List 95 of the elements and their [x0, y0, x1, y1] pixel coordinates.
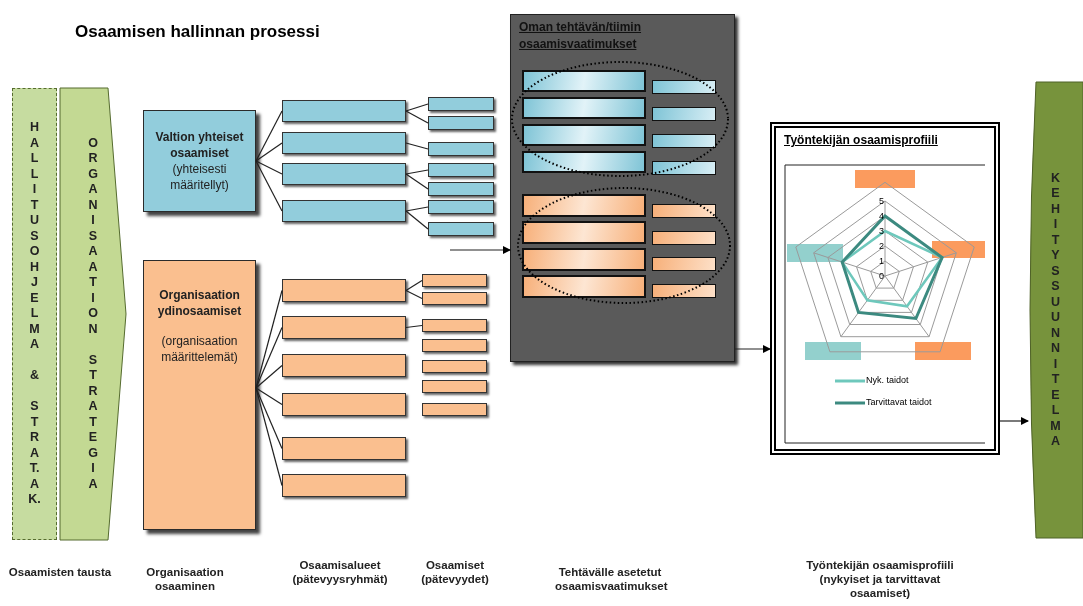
competence-box	[422, 360, 487, 373]
connector-line	[255, 142, 283, 162]
category-box	[805, 342, 861, 360]
competence-area-box	[282, 100, 406, 122]
axis-tick-label: 0	[879, 271, 884, 281]
column-caption: Osaamisalueet (pätevyysryhmät)	[291, 558, 389, 586]
connector-line	[405, 173, 429, 190]
requirement-bar	[522, 70, 646, 92]
competence-box	[422, 319, 487, 332]
box-subtitle: (organisaation määrittelemät)	[160, 333, 239, 365]
category-box	[915, 342, 971, 360]
competence-box	[422, 380, 487, 393]
column-caption: Osaamisten tausta	[7, 565, 113, 579]
vertical-label: HALLITUSOHJELMA & STRAT.AK.	[28, 120, 41, 508]
requirement-bar	[522, 221, 646, 244]
connector-line	[405, 206, 429, 212]
axis-tick-label: 3	[879, 226, 884, 236]
competence-box	[428, 200, 494, 214]
requirement-box	[652, 161, 716, 175]
connector-line	[255, 387, 283, 487]
requirement-bar	[522, 248, 646, 271]
competence-area-box	[282, 437, 406, 460]
chevron-band	[60, 88, 126, 540]
column-caption: Työntekijän osaamisprofiili (nykyiset ja tarvittavat osaamiset)	[805, 558, 955, 600]
arrow	[999, 417, 1029, 425]
connector-line	[255, 160, 283, 175]
competence-box	[428, 97, 494, 111]
panel-heading: Oman tehtävän/tiimin osaamisvaatimukset	[519, 19, 643, 53]
competence-box	[428, 116, 494, 130]
connector-line	[405, 142, 429, 150]
competence-box	[422, 339, 487, 352]
competence-area-box	[282, 474, 406, 497]
connector-line	[255, 364, 283, 389]
vertical-label: ORGANISAATION STRATEGIA	[88, 135, 98, 493]
competence-box	[422, 403, 487, 416]
connector-line	[405, 110, 429, 124]
connector-line	[405, 324, 423, 329]
connector-line	[255, 160, 283, 212]
connector-line	[255, 110, 283, 162]
requirement-box	[652, 204, 716, 218]
competence-area-box	[282, 200, 406, 222]
connector-line	[255, 326, 283, 389]
competence-box	[428, 163, 494, 177]
competence-area-box	[282, 163, 406, 185]
category-box	[855, 170, 915, 188]
connector-line	[255, 387, 283, 406]
box-title: Organisaation ydinosaamiset	[156, 287, 243, 319]
connector-line	[405, 279, 423, 292]
competence-box	[428, 222, 494, 236]
panel-heading: Työntekijän osaamisprofiili	[784, 132, 938, 149]
box-title: Valtion yhteiset osaamiset	[154, 129, 245, 161]
column-caption: Organisaation osaaminen	[145, 565, 225, 593]
competence-group-box	[143, 110, 256, 212]
competence-area-box	[282, 279, 406, 302]
requirement-box	[652, 134, 716, 148]
legend-label: Nyk. taidot	[866, 375, 909, 386]
connector-line	[405, 210, 429, 230]
requirements-panel	[510, 14, 735, 362]
arrow	[734, 345, 771, 353]
requirement-bar	[522, 124, 646, 146]
competence-group-box	[143, 260, 256, 530]
profile-frame	[770, 122, 1000, 455]
competence-area-box	[282, 393, 406, 416]
box-subtitle: (yhteisesti määritellyt)	[169, 161, 230, 193]
column-caption: Osaamiset (pätevyydet)	[420, 558, 490, 586]
axis-tick-label: 5	[879, 196, 884, 206]
competence-area-box	[282, 354, 406, 377]
connector-line	[405, 289, 423, 300]
connector-line	[255, 387, 283, 450]
axis-tick-label: 2	[879, 241, 884, 251]
connector-line	[405, 103, 429, 112]
plan-band	[1028, 82, 1083, 538]
connector-line	[405, 169, 429, 175]
axis-tick-label: 4	[879, 211, 884, 221]
competence-box	[422, 274, 487, 287]
requirement-box	[652, 80, 716, 94]
requirement-bar	[522, 275, 646, 298]
side-band	[12, 88, 57, 540]
axis-tick-label: 1	[879, 256, 884, 266]
requirement-bar	[522, 151, 646, 173]
diagram-title: Osaamisen hallinnan prosessi	[75, 22, 320, 42]
competence-box	[422, 292, 487, 305]
legend-label: Tarvittavat taidot	[866, 397, 932, 408]
competence-box	[428, 142, 494, 156]
requirement-box	[652, 257, 716, 271]
competence-box	[428, 182, 494, 196]
requirement-box	[652, 231, 716, 245]
requirement-bar	[522, 194, 646, 217]
requirement-bar	[522, 97, 646, 119]
requirement-box	[652, 107, 716, 121]
vertical-label: KEHITYSSUUNNITELMA	[1050, 170, 1061, 450]
competence-area-box	[282, 132, 406, 154]
arrow	[449, 246, 511, 254]
competence-area-box	[282, 316, 406, 339]
requirement-box	[652, 284, 716, 298]
